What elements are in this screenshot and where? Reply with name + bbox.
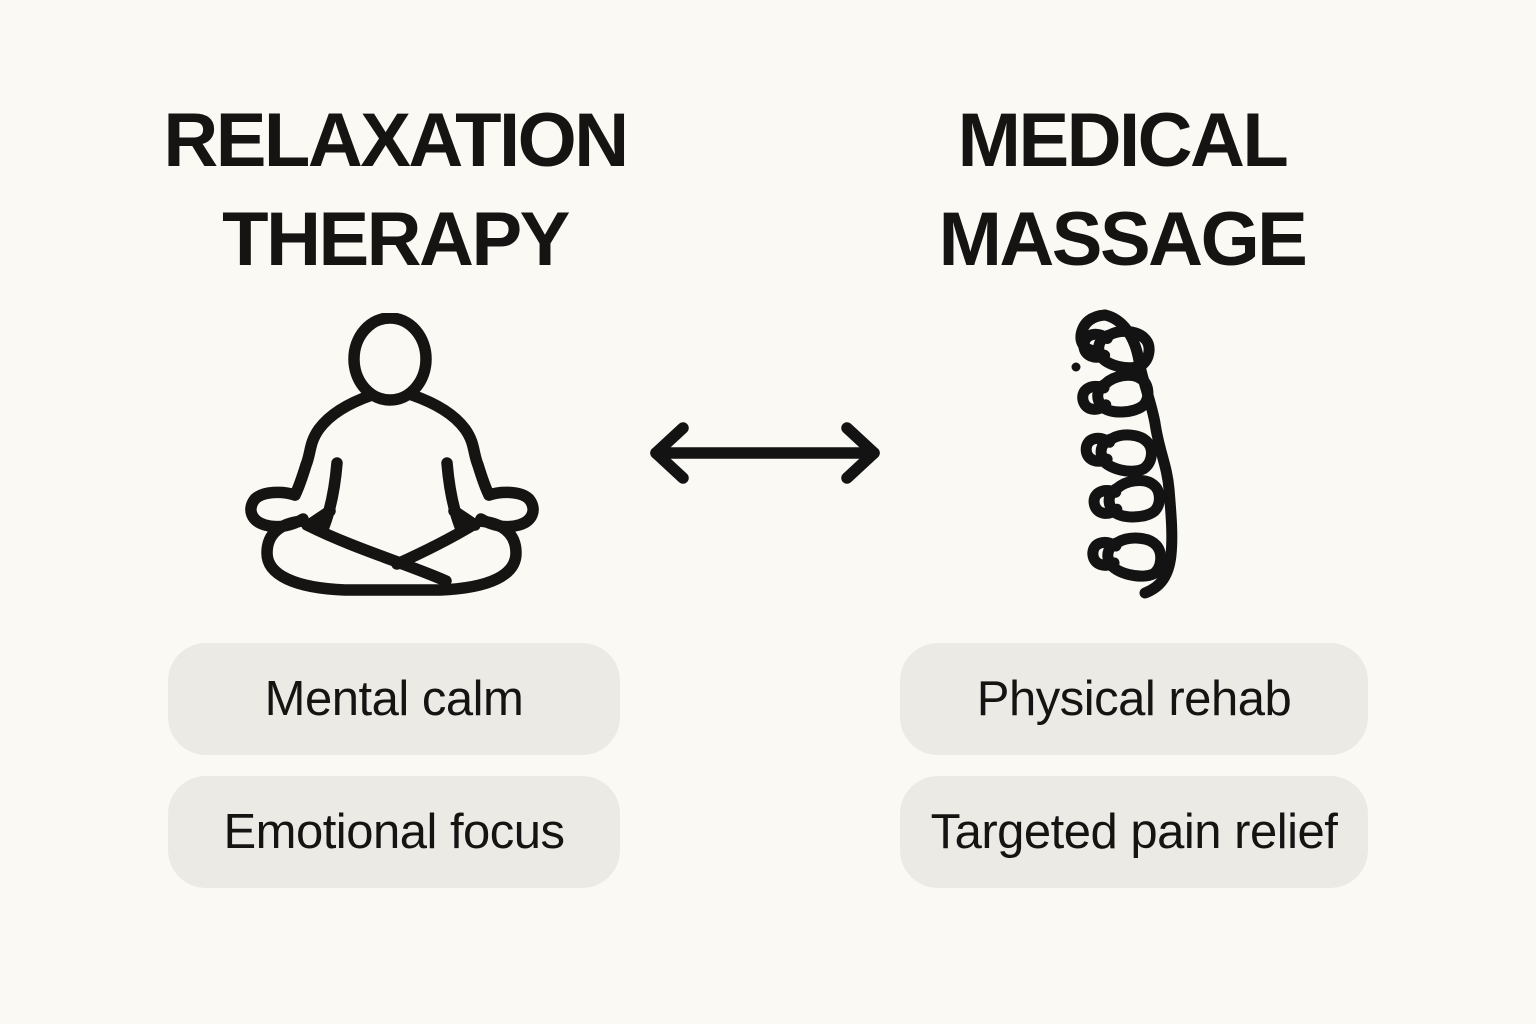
left-title-line2: THERAPY: [222, 196, 570, 282]
double-headed-arrow-icon: [640, 412, 890, 494]
benefit-pill-emotional-focus: Emotional focus: [168, 776, 620, 888]
right-title-line2: MASSAGE: [938, 196, 1308, 282]
spine-icon: [1043, 303, 1195, 601]
right-column-title: MEDICAL MASSAGE: [822, 92, 1422, 290]
benefit-pill-physical-rehab: Physical rehab: [900, 643, 1368, 755]
left-title-line1: RELAXATION: [163, 98, 629, 183]
meditation-person-icon: [245, 313, 540, 605]
right-title-line1: MEDICAL: [957, 98, 1289, 183]
left-column-title: RELAXATION THERAPY: [95, 92, 695, 290]
benefit-pill-mental-calm: Mental calm: [168, 643, 620, 755]
benefit-pill-targeted-pain-relief: Targeted pain relief: [900, 776, 1368, 888]
